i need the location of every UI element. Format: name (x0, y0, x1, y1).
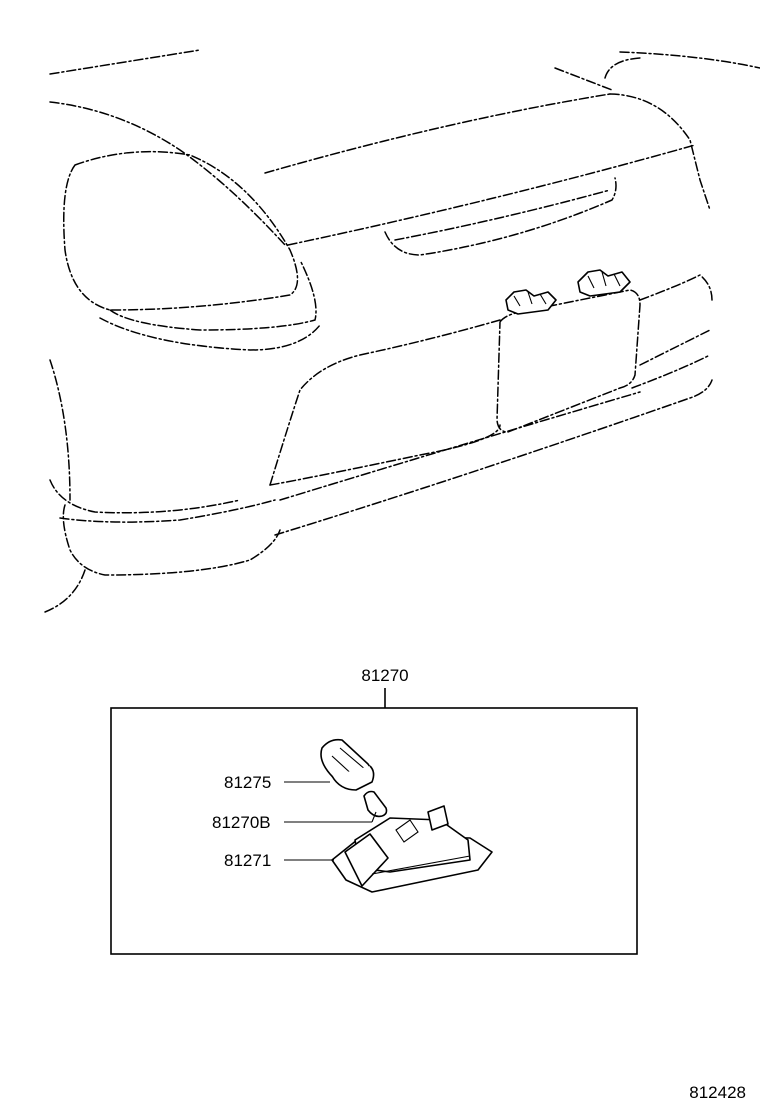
bulb-socket-part-number: 81275 (224, 773, 271, 792)
assembly-box (110, 707, 638, 955)
bulb-socket-part (320, 738, 375, 791)
diagram-reference-number: 812428 (689, 1083, 746, 1102)
lamp-housing-part (331, 805, 493, 893)
bulb-leader-tip (371, 811, 377, 823)
lamp-housing-part-number: 81271 (224, 851, 271, 870)
license-lamp-left-installed (505, 289, 557, 315)
car-rear-outline (44, 49, 760, 613)
bulb-part (363, 790, 388, 818)
bulb-part-number: 81270B (212, 813, 271, 832)
license-lamp-right-installed (577, 269, 631, 297)
assembly-part-number: 81270 (361, 666, 408, 685)
